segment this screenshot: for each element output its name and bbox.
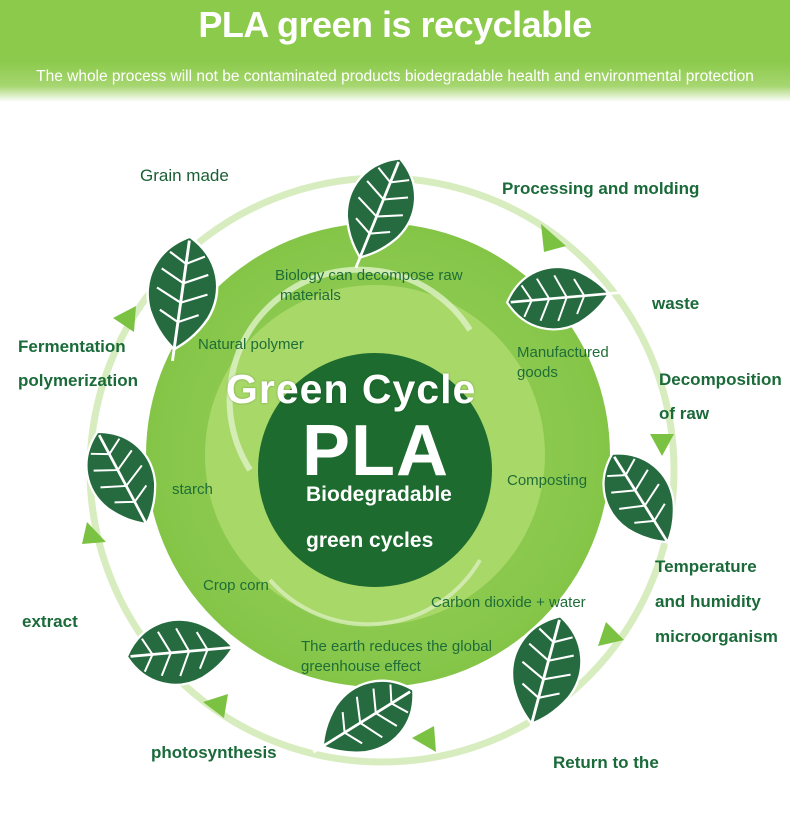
label-waste: waste [652, 294, 700, 313]
label-manufactured-1: Manufactured [517, 344, 609, 361]
label-temperature-2: and humidity [655, 592, 761, 611]
green-cycle-title: Green Cycle [226, 366, 477, 412]
arrow-triangle-icon [650, 434, 674, 456]
label-decomposition-2: of raw [659, 404, 710, 423]
arrow-triangle-icon [598, 622, 624, 646]
label-grain-made: Grain made [140, 166, 229, 185]
pla-title: PLA [302, 411, 449, 491]
label-processing: Processing and molding [502, 179, 700, 198]
label-carbon: Carbon dioxide + water [431, 594, 586, 611]
label-biology-2: materials [280, 287, 341, 304]
label-temperature-1: Temperature [655, 557, 757, 576]
label-earth-1: The earth reduces the global [301, 638, 492, 655]
label-temperature-3: microorganism [655, 627, 778, 646]
center-disk [258, 353, 492, 587]
label-starch: starch [172, 481, 213, 498]
arrow-triangle-icon [412, 726, 436, 752]
page-subtitle: The whole process will not be contaminat… [36, 68, 754, 85]
page-title: PLA green is recyclable [198, 4, 592, 45]
label-decomposition-1: Decomposition [659, 370, 782, 389]
label-return: Return to the [553, 753, 659, 772]
label-fermentation-2: polymerization [18, 371, 138, 390]
label-extract: extract [22, 612, 78, 631]
label-composting: Composting [507, 472, 588, 489]
label-manufactured-2: goods [517, 364, 558, 381]
arrow-triangle-icon [82, 522, 106, 544]
label-photosynthesis: photosynthesis [151, 743, 277, 762]
label-biology-1: Biology can decompose raw [275, 267, 463, 284]
center-line-2: green cycles [306, 529, 434, 552]
arrow-triangle-icon [541, 224, 566, 252]
label-natural: Natural polymer [198, 336, 304, 353]
center-line-1: Biodegradable [306, 483, 452, 506]
subtitle-banner [0, 62, 790, 102]
arrow-triangle-icon [113, 306, 136, 332]
inner-arc-2 [268, 558, 482, 627]
arrow-triangle-icon [203, 694, 228, 718]
title-banner [0, 0, 790, 62]
label-crop: Crop corn [203, 577, 269, 594]
inner-arc [226, 266, 473, 472]
label-earth-2: greenhouse effect [301, 658, 421, 675]
label-fermentation-1: Fermentation [18, 337, 126, 356]
